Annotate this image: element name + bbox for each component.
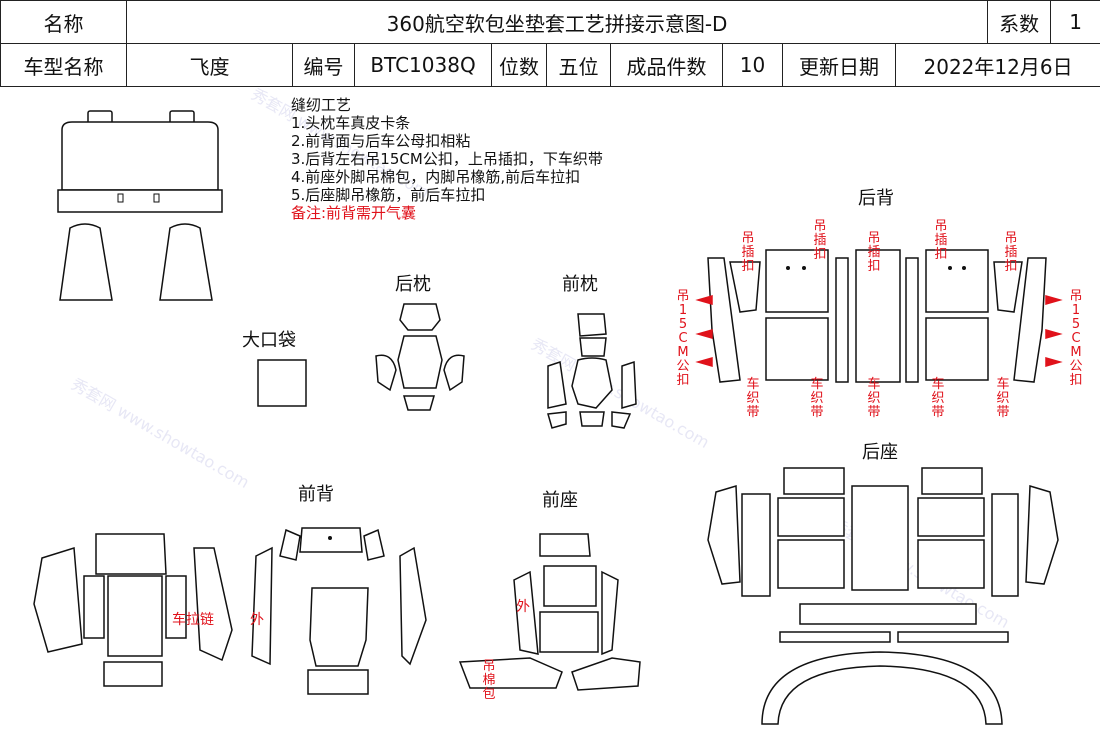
- rear-seat-pieces: [707, 467, 1059, 725]
- notes-title: 缝纫工艺: [291, 96, 352, 114]
- seats-label: 位数: [491, 43, 547, 87]
- notes-line: 5.后座脚吊橡筋，前后车拉扣: [291, 186, 486, 204]
- front-headrest-pieces: [547, 313, 637, 429]
- notes-line: 1.头枕车真皮卡条: [291, 114, 411, 132]
- label-big-pocket: 大口袋: [242, 330, 296, 351]
- code-label: 编号: [292, 43, 355, 87]
- sewing-notes: 缝纫工艺 1.头枕车真皮卡条 2.前背面与后车公母扣相粘 3.后背左右吊15CM…: [291, 96, 603, 222]
- coef-value: 1: [1050, 0, 1100, 44]
- note-hang-15cm-right: 吊15CM公扣: [1069, 289, 1083, 388]
- label-front-back: 前背: [298, 484, 334, 505]
- seats-value: 五位: [546, 43, 611, 87]
- rear-bench-sketch: [57, 110, 223, 301]
- note-outer: 外: [250, 612, 264, 628]
- big-pocket-piece: [257, 359, 307, 407]
- note-hang-buckle: 吊插扣: [867, 231, 881, 274]
- model-label: 车型名称: [0, 43, 127, 87]
- sheet-title: 360航空软包坐垫套工艺拼接示意图-D: [125, 0, 989, 44]
- date-label: 更新日期: [782, 43, 896, 87]
- note-hang-buckle: 吊插扣: [1004, 231, 1018, 274]
- code-value: BTC1038Q: [354, 43, 492, 87]
- note-outer: 外: [516, 599, 530, 615]
- label-front-seat: 前座: [542, 490, 578, 511]
- model-value: 飞度: [126, 43, 293, 87]
- label-rear-back: 后背: [858, 188, 894, 209]
- note-weave-strap: 车织带: [867, 377, 881, 420]
- name-label: 名称: [0, 0, 127, 44]
- note-weave-strap: 车织带: [746, 377, 760, 420]
- coef-label: 系数: [987, 0, 1052, 44]
- rear-back-pieces: [695, 249, 1063, 383]
- header-table: 名称 360航空软包坐垫套工艺拼接示意图-D 系数 1 车型名称 飞度 编号 B…: [0, 0, 1100, 87]
- notes-line: 4.前座外脚吊棉包，内脚吊橡筋,前后车拉扣: [291, 168, 581, 186]
- note-hang-15cm-left: 吊15CM公扣: [676, 289, 690, 388]
- note-zipper: 车拉链: [172, 612, 214, 628]
- notes-line: 2.前背面与后车公母扣相粘: [291, 132, 471, 150]
- note-cotton-pack: 吊棉包: [482, 659, 496, 702]
- label-rear-seat: 后座: [862, 442, 898, 463]
- notes-remark: 备注:前背需开气囊: [291, 204, 417, 222]
- front-back-pieces: [33, 527, 427, 695]
- note-weave-strap: 车织带: [931, 377, 945, 420]
- label-rear-headrest: 后枕: [395, 274, 431, 295]
- front-seat-pieces: [458, 533, 641, 691]
- rear-headrest-pieces: [375, 303, 465, 411]
- note-hang-buckle: 吊插扣: [813, 219, 827, 262]
- date-value: 2022年12月6日: [894, 43, 1100, 87]
- note-weave-strap: 车织带: [996, 377, 1010, 420]
- note-hang-buckle: 吊插扣: [741, 231, 755, 274]
- note-weave-strap: 车织带: [810, 377, 824, 420]
- pieces-value: 10: [722, 43, 783, 87]
- notes-line: 3.后背左右吊15CM公扣，上吊插扣，下车织带: [291, 150, 603, 168]
- label-front-headrest: 前枕: [562, 274, 598, 295]
- note-hang-buckle: 吊插扣: [934, 219, 948, 262]
- pieces-label: 成品件数: [610, 43, 723, 87]
